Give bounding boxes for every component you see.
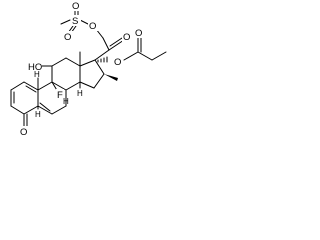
bond [94, 59, 105, 75]
atom-ester-carbonyl-oxygen: O [135, 28, 142, 39]
atom-mesylate-ester-oxygen: O [89, 21, 96, 32]
atom-hydroxyl: HO [28, 62, 42, 73]
atom-ring-ketone-oxygen: O [20, 127, 27, 138]
bond [109, 37, 123, 47]
atom-c20-ketone-oxygen: O [123, 32, 130, 43]
atom-h-c8: H [63, 97, 69, 106]
bond [37, 105, 53, 115]
bond [51, 57, 67, 67]
wedge-bond [104, 74, 118, 81]
bond [94, 49, 110, 61]
bond [151, 51, 167, 61]
bond [137, 51, 153, 61]
atom-sulfur: S [72, 16, 78, 27]
atom-sulfonyl-oxygen-left: O [64, 32, 71, 43]
bond [10, 105, 25, 115]
molecular-structure-diagram: O HO F O O O O S O O H H H H [10, 0, 167, 138]
bond [79, 19, 89, 25]
bond [79, 81, 95, 89]
bond [65, 57, 81, 67]
bond [51, 81, 67, 91]
bond [23, 81, 39, 91]
bond [79, 59, 96, 67]
bond [39, 102, 51, 112]
bond [60, 19, 71, 25]
bond [93, 73, 105, 89]
atom-methyl-c10: H [35, 110, 41, 119]
bond [123, 51, 139, 61]
bond [23, 105, 39, 115]
bond [37, 81, 53, 91]
atom-h-c14: H [77, 89, 83, 98]
bond [65, 81, 81, 91]
atom-ester-oxygen: O [114, 57, 121, 68]
bond [108, 39, 125, 51]
bond [10, 81, 25, 91]
atom-h-c9: H [34, 70, 40, 79]
atom-sulfonyl-oxygen-top: O [72, 1, 79, 12]
bond [102, 37, 110, 51]
bond [25, 85, 37, 93]
bond [51, 105, 67, 115]
atom-fluorine: F [57, 90, 63, 101]
